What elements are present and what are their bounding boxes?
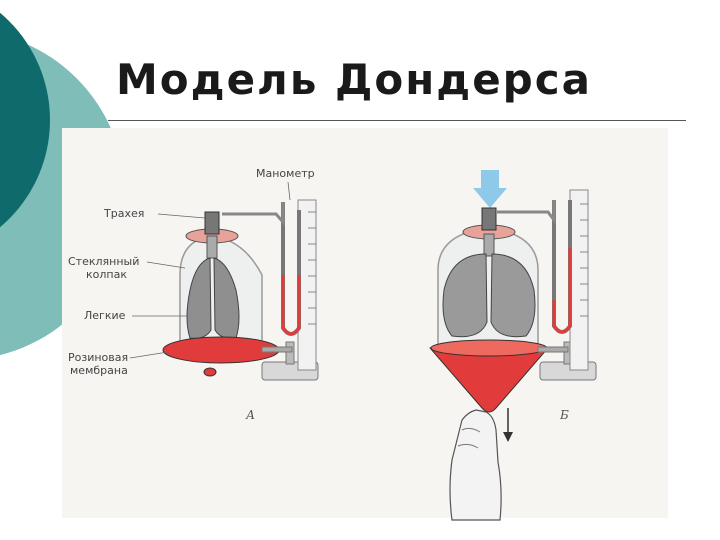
trachea-stopper-a	[204, 211, 220, 235]
title-underline	[108, 120, 686, 121]
apparatus-b	[429, 170, 597, 521]
label-glass-bell-line2: колпак	[86, 268, 127, 281]
figure-background	[62, 128, 668, 518]
label-lungs: Легкие	[84, 309, 126, 322]
label-membrane-line2: мембрана	[70, 364, 128, 377]
label-membrane-line1: Розиновая	[68, 351, 129, 364]
caption-b: Б	[560, 408, 569, 422]
stand-post-a	[285, 341, 295, 365]
stand-arm-b	[537, 346, 569, 353]
lung-right-a	[213, 257, 240, 339]
caption-a: А	[246, 408, 256, 422]
theme-circle-dark	[0, 12, 50, 228]
u-tube-liquid-b	[552, 248, 572, 334]
trachea-a	[206, 235, 218, 259]
connecting-tube-a	[222, 202, 285, 226]
connecting-tube-b	[497, 200, 556, 225]
manometer-board-b	[569, 189, 589, 371]
u-tube-liquid-a	[281, 275, 301, 336]
lung-right-b	[490, 253, 536, 338]
trachea-b	[483, 233, 495, 257]
membrane-rim-b	[430, 339, 548, 357]
membrane-knob-a	[203, 367, 217, 377]
label-glass-bell-line1: Стеклянный	[68, 255, 140, 268]
air-arrow-b	[473, 170, 507, 208]
lung-left-b	[442, 253, 488, 338]
lung-left-a	[186, 257, 212, 339]
label-trachea: Трахея	[104, 207, 145, 220]
trachea-stopper-b	[481, 207, 497, 231]
slide-title: Модель Дондерса	[116, 55, 592, 104]
label-manometer: Манометр	[256, 167, 315, 180]
stand-arm-a	[261, 346, 293, 353]
hand-b	[449, 409, 502, 521]
apparatus-a	[129, 181, 319, 381]
